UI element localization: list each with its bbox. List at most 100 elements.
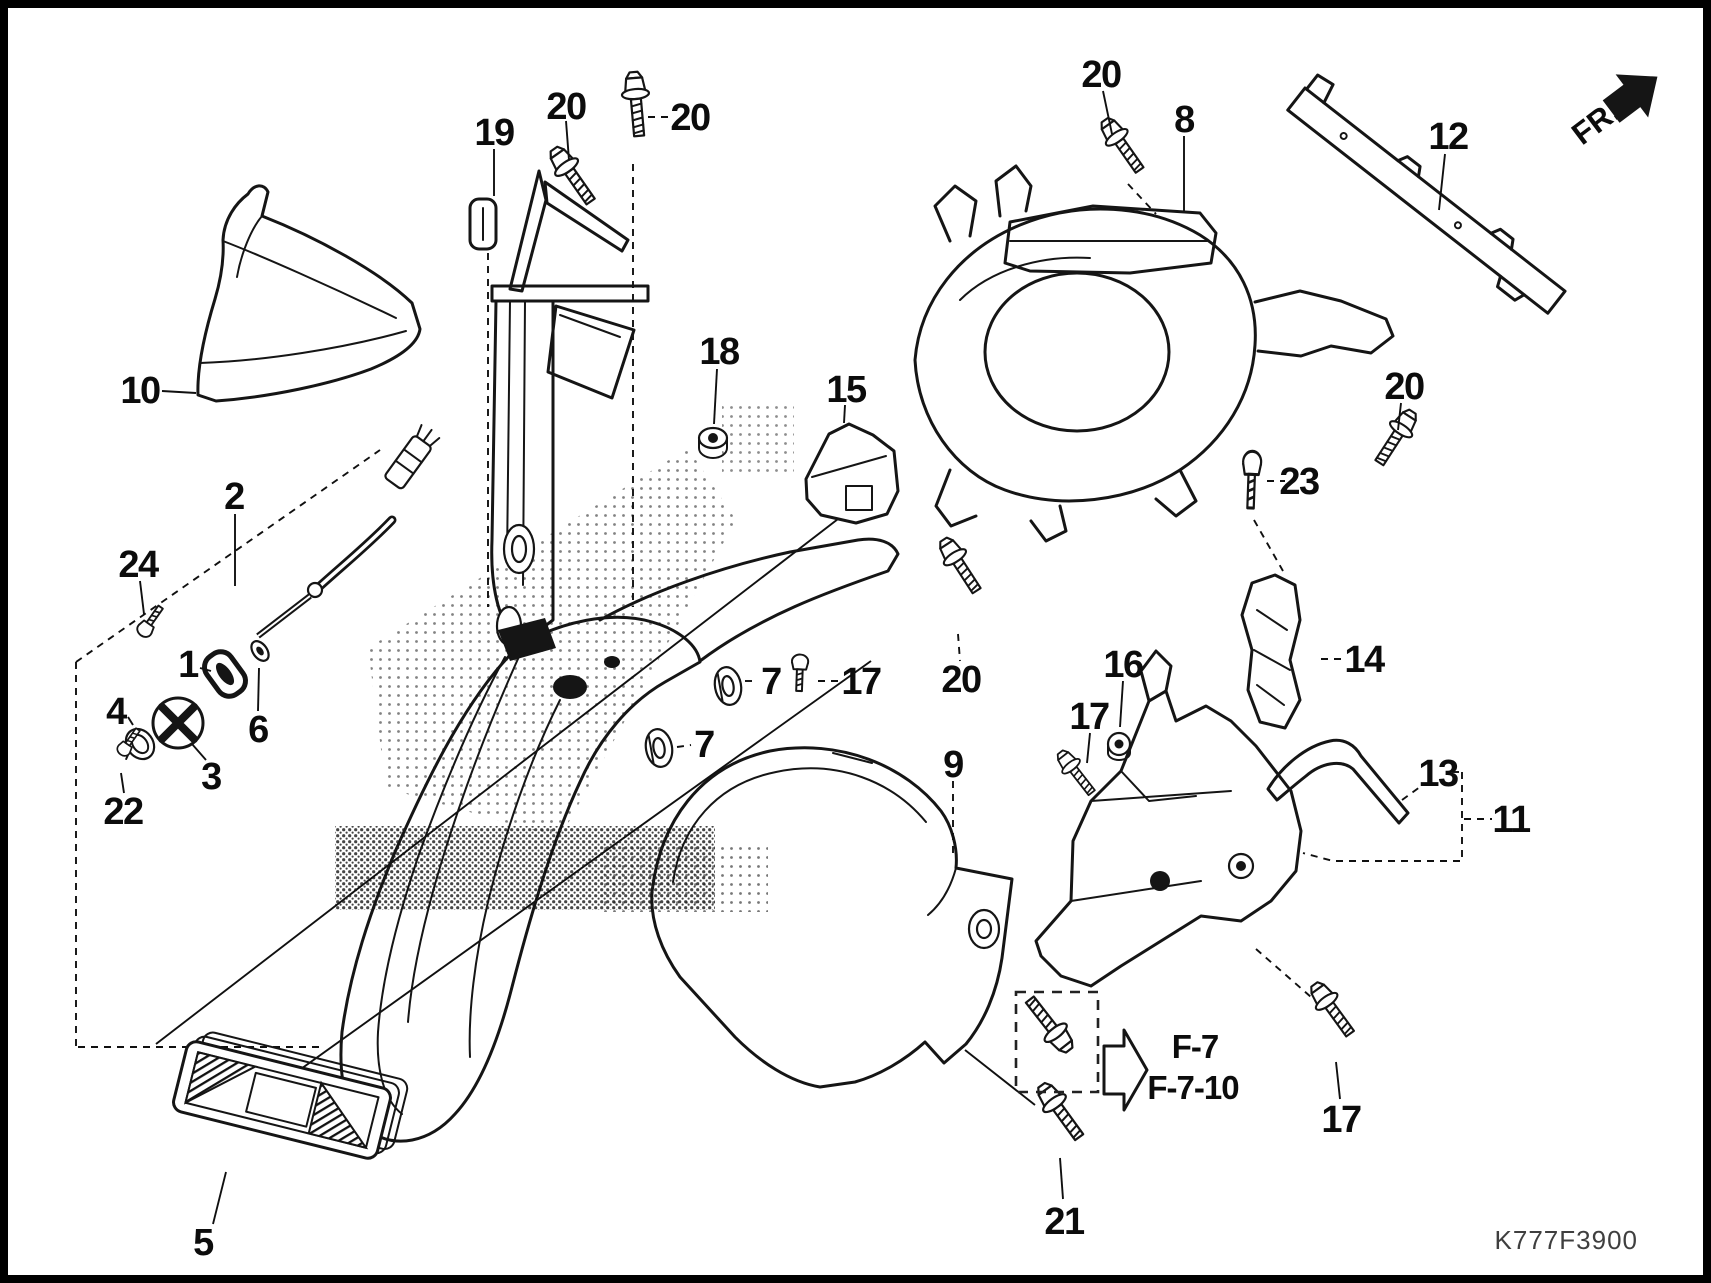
part-15-cover xyxy=(804,422,900,525)
callout-number: 7 xyxy=(694,724,714,766)
callout-17-29: 17 xyxy=(1321,1061,1362,1141)
reference-label-primary: F-7 xyxy=(1172,1028,1219,1065)
bolt-21 xyxy=(1029,1076,1092,1147)
callout-1-14: 1 xyxy=(178,644,212,686)
callout-number: 6 xyxy=(248,709,268,751)
callout-leader-line xyxy=(957,633,961,662)
callout-leader-line xyxy=(257,667,260,712)
callout-9-24: 9 xyxy=(943,744,965,855)
callout-leader-line xyxy=(161,390,197,394)
part-19-clip xyxy=(468,197,498,251)
callout-8-7: 8 xyxy=(1174,99,1196,211)
callout-number: 17 xyxy=(841,661,881,703)
callout-6-16: 6 xyxy=(248,667,270,751)
callout-number: 8 xyxy=(1174,99,1194,141)
callout-number: 22 xyxy=(103,791,143,833)
part-10-cover xyxy=(196,184,422,403)
callout-number: 17 xyxy=(1069,696,1109,738)
reference-bolt xyxy=(1018,990,1081,1060)
callout-leader-line xyxy=(127,716,134,726)
hardware-layer xyxy=(541,69,1425,1147)
callout-leader-line xyxy=(1119,680,1124,728)
nut-16 xyxy=(1106,731,1132,761)
callout-leader-line xyxy=(565,120,570,161)
callout-7-22: 7 xyxy=(676,724,716,766)
callout-20-23: 20 xyxy=(941,633,982,701)
construction-lines xyxy=(75,164,1463,1106)
callout-number: 1 xyxy=(178,644,199,686)
reference-dashed-box xyxy=(1014,990,1100,1094)
grommet-7-a xyxy=(710,663,746,709)
callout-2-12: 2 xyxy=(224,476,246,586)
callout-7-20: 7 xyxy=(745,661,783,703)
callout-leader-line xyxy=(676,744,692,748)
callout-number: 13 xyxy=(1418,753,1458,795)
bolt-20-b xyxy=(619,69,654,139)
part-24-screw xyxy=(133,601,168,641)
callout-11-28: 11 xyxy=(1464,799,1532,841)
reference-block: F-7 F-7-10 xyxy=(1014,990,1240,1112)
callout-leader-line xyxy=(1438,153,1446,211)
callout-13-27: 13 xyxy=(1401,753,1462,801)
callout-leader-line xyxy=(1397,402,1402,431)
diagram-code: K777F3900 xyxy=(1495,1225,1638,1255)
bolt-20-c xyxy=(1093,111,1152,179)
callout-16-25: 16 xyxy=(1103,644,1144,728)
callout-leader-line xyxy=(843,404,846,424)
bolt-20-d xyxy=(1367,403,1425,471)
callout-22-18: 22 xyxy=(103,772,144,833)
part-11-inner-fender xyxy=(1034,649,1303,988)
callout-leader-line xyxy=(1102,90,1113,135)
reference-label-secondary: F-7-10 xyxy=(1147,1069,1238,1106)
callout-23-10: 23 xyxy=(1267,461,1320,503)
callout-14-11: 14 xyxy=(1321,639,1386,681)
callout-number: 15 xyxy=(826,369,867,411)
callout-leader-line xyxy=(1401,783,1425,801)
callout-21-30: 21 xyxy=(1044,1157,1086,1243)
callout-5-19: 5 xyxy=(193,1171,227,1264)
callout-number: 12 xyxy=(1428,116,1468,158)
callout-number: 23 xyxy=(1279,461,1319,503)
part-3-lock-body xyxy=(151,696,205,750)
fr-direction-marker: FR. xyxy=(1565,74,1658,152)
part-2-lock-cable xyxy=(256,424,441,639)
reference-arrow-icon xyxy=(1102,1028,1149,1112)
callout-17-26: 17 xyxy=(1069,696,1110,764)
callout-number: 2 xyxy=(224,476,244,518)
callout-number: 20 xyxy=(670,97,710,139)
callout-number: 5 xyxy=(193,1222,214,1264)
callout-number: 16 xyxy=(1103,644,1143,686)
part-12-seal-strip xyxy=(1286,73,1567,315)
callout-leader-line xyxy=(713,368,718,425)
callout-number: 9 xyxy=(943,744,963,786)
callout-20-2: 20 xyxy=(546,86,587,161)
bolt-23 xyxy=(1240,449,1264,510)
callout-20-9: 20 xyxy=(1384,366,1425,431)
callout-leader-line xyxy=(199,667,212,672)
callout-number: 20 xyxy=(1384,366,1424,408)
callout-number: 18 xyxy=(699,331,739,373)
grommet-7-b xyxy=(641,725,677,771)
callout-number: 14 xyxy=(1344,639,1385,681)
callout-leader-line xyxy=(1335,1061,1341,1100)
callout-number: 20 xyxy=(941,659,981,701)
callout-18-4: 18 xyxy=(699,331,740,425)
callout-number: 4 xyxy=(106,691,127,733)
callout-number: 20 xyxy=(546,86,586,128)
callout-17-21: 17 xyxy=(818,661,882,703)
callout-24-13: 24 xyxy=(118,544,160,615)
callout-3-17: 3 xyxy=(191,743,223,798)
callout-leader-line xyxy=(1086,732,1091,764)
callout-15-5: 15 xyxy=(826,369,868,424)
callout-leader-line xyxy=(212,1171,227,1225)
part-14-bracket xyxy=(1240,573,1302,730)
callout-20-6: 20 xyxy=(1081,54,1122,135)
callout-number: 7 xyxy=(761,661,781,703)
part-9-mudguard xyxy=(650,746,1014,1089)
callout-4-15: 4 xyxy=(106,691,134,733)
callout-number: 3 xyxy=(201,756,221,798)
callout-10-0: 10 xyxy=(120,370,197,412)
